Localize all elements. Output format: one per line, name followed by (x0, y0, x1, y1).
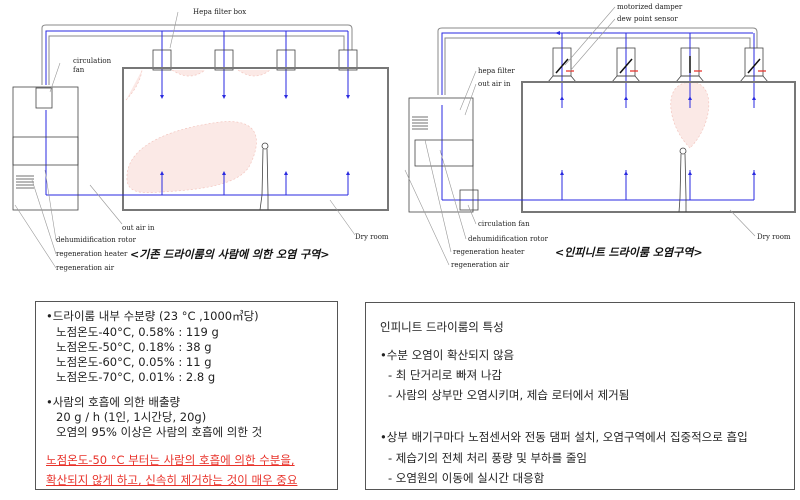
label-regeneration-heater: regeneration heater (56, 250, 128, 258)
label-regeneration-air: regeneration air (56, 264, 115, 272)
breath-rate: 20 g / h (1인, 1시간당, 20g) (56, 410, 207, 424)
right-caption: <인피니트 드라이룸 오염구역> (555, 246, 703, 259)
moisture-info-box: •드라이룸 내부 수분량 (23 °C ,1000㎥당) 노점온도-40°C, … (35, 301, 338, 490)
label-fan: fan (73, 66, 85, 74)
breath-heading: •사람의 호흡에 의한 배출량 (46, 395, 181, 409)
infinite-dry-room-diagram: motorized damper dew point sensor hepa f… (404, 3, 796, 269)
label-circulation: circulation (73, 57, 112, 65)
contamination-zone-top (125, 69, 271, 101)
dry-room-wall (521, 81, 796, 213)
features-box: 인피니트 드라이룸의 특성 •수분 오염이 확산되지 않음 - 최 단거리로 빠… (365, 302, 795, 490)
feature-item: - 최 단거리로 빠져 나감 (388, 368, 502, 382)
supply-duct (41, 24, 353, 85)
motorized-damper-icons (555, 56, 761, 74)
warning-line-2: 확산되지 않게 하고, 신속히 제거하는 것이 매우 중요 (46, 473, 298, 487)
hepa-filter-boxes (152, 49, 358, 71)
breath-share: 오염의 95% 이상은 사람의 호흡에 의한 것 (56, 425, 263, 439)
dehumidifier-unit (408, 97, 479, 213)
feature-point-1: •수분 오염이 확산되지 않음 (380, 348, 515, 362)
label-dehumidification-rotor: dehumidification rotor (56, 236, 137, 244)
dry-room-diagrams: Hepa filter box circulation fan out air … (12, 3, 796, 272)
exhaust-hoods (547, 47, 769, 83)
features-title: 인피니트 드라이룸의 특성 (380, 320, 504, 334)
contamination-zone (126, 121, 257, 194)
person-icon (259, 142, 269, 211)
label-regeneration-heater: regeneration heater (453, 248, 525, 256)
person-icon (678, 147, 687, 213)
contamination-zone (670, 81, 710, 149)
circulation-fan-icon (35, 87, 53, 109)
label-hepa-filter-box: Hepa filter box (193, 8, 246, 16)
dew-point-row: 노점온도-50°C, 0.18% : 38 g (56, 340, 212, 354)
regeneration-heater-icon (412, 116, 428, 130)
dew-point-row: 노점온도-40°C, 0.58% : 119 g (56, 325, 219, 339)
label-dew-point-sensor: dew point sensor (617, 15, 678, 23)
dew-point-row: 노점온도-70°C, 0.01% : 2.8 g (56, 370, 216, 384)
circulation-fan-icon (459, 189, 479, 211)
label-dehumidification-rotor: dehumidification rotor (468, 235, 549, 243)
warning-line-1: 노점온도-50 °C 부터는 사람의 호흡에 의한 수분을, (46, 453, 295, 467)
feature-item: - 오염원의 이동에 실시간 대응함 (388, 471, 545, 485)
label-out-air-in: out air in (122, 224, 155, 232)
dry-room-wall (122, 67, 389, 211)
label-hepa-filter: hepa filter (478, 67, 515, 75)
feature-point-2: •상부 배기구마다 노점센서와 전동 댐퍼 설치, 오염구역에서 집중적으로 흡… (380, 430, 748, 444)
label-circulation-fan: circulation fan (478, 220, 530, 228)
label-dry-room: Dry room (757, 233, 791, 241)
regeneration-heater-icon (16, 175, 34, 189)
moisture-heading: •드라이룸 내부 수분량 (23 °C ,1000㎥당) (46, 309, 259, 323)
dehumidifier-unit (12, 86, 79, 211)
label-dry-room: Dry room (355, 233, 389, 241)
feature-item: - 제습기의 전체 처리 풍량 및 부하를 줄임 (388, 451, 588, 465)
dew-point-row: 노점온도-60°C, 0.05% : 11 g (56, 355, 212, 369)
left-caption: <기존 드라이룸의 사람에 의한 오염 구역> (130, 248, 330, 261)
label-regeneration-air: regeneration air (451, 261, 510, 269)
conventional-dry-room-diagram: Hepa filter box circulation fan out air … (12, 8, 389, 272)
label-out-air-in: out air in (478, 80, 511, 88)
feature-item: - 사람의 상부만 오염시키며, 제습 로터에서 제거됨 (388, 388, 630, 402)
label-motorized-damper: motorized damper (617, 3, 683, 11)
